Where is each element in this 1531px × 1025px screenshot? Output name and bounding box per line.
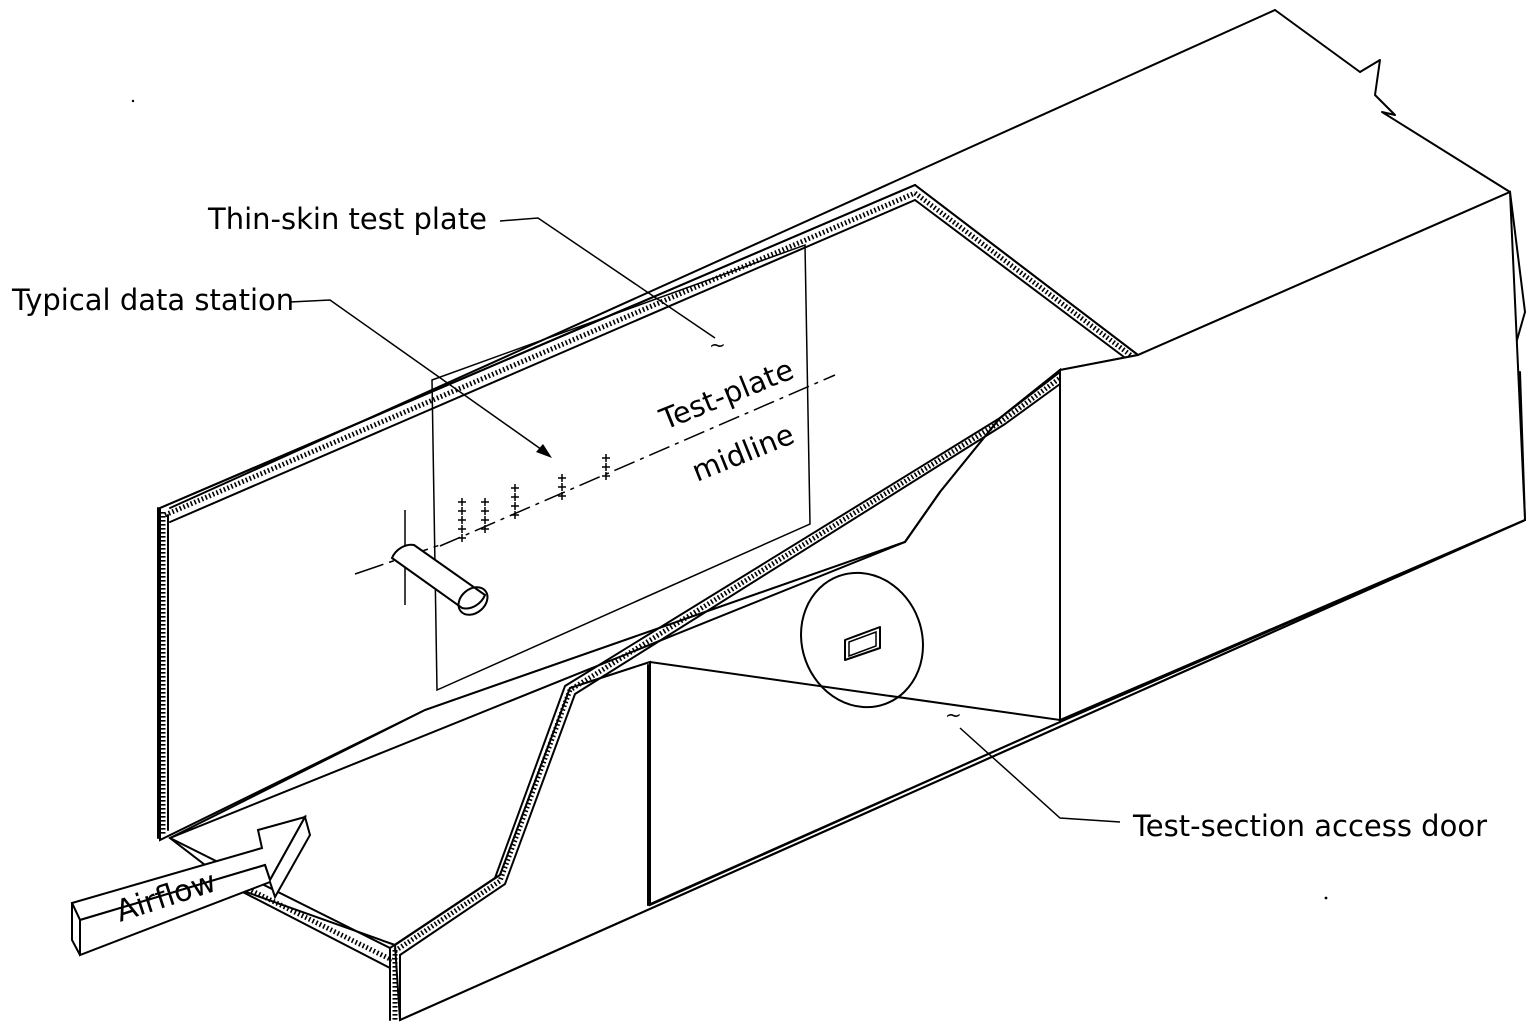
tilde-mark: ~ bbox=[709, 333, 726, 357]
back-wall bbox=[157, 183, 1141, 842]
test-plate-label: Thin-skin test plate bbox=[207, 202, 487, 236]
front-cut-wall bbox=[168, 367, 1526, 1022]
data-station bbox=[511, 484, 519, 519]
data-station bbox=[458, 498, 466, 542]
tilde-mark-door: ~ bbox=[945, 703, 962, 727]
label-data-station: Typical data station bbox=[11, 283, 552, 458]
access-door-label: Test-section access door bbox=[1132, 809, 1487, 843]
tunnel-front-face bbox=[1059, 190, 1527, 723]
label-access-door: ~ Test-section access door bbox=[945, 703, 1487, 843]
cylinder-model bbox=[354, 510, 489, 616]
data-station bbox=[481, 498, 489, 533]
label-test-plate: Thin-skin test plate ~ bbox=[207, 202, 726, 357]
data-station bbox=[558, 474, 566, 500]
data-stations bbox=[458, 454, 610, 542]
test-plate-midline bbox=[439, 374, 836, 547]
data-station-label: Typical data station bbox=[11, 283, 294, 317]
print-speck bbox=[1324, 896, 1328, 900]
print-speck bbox=[131, 99, 135, 103]
access-door bbox=[647, 571, 1061, 906]
data-station bbox=[602, 454, 610, 480]
